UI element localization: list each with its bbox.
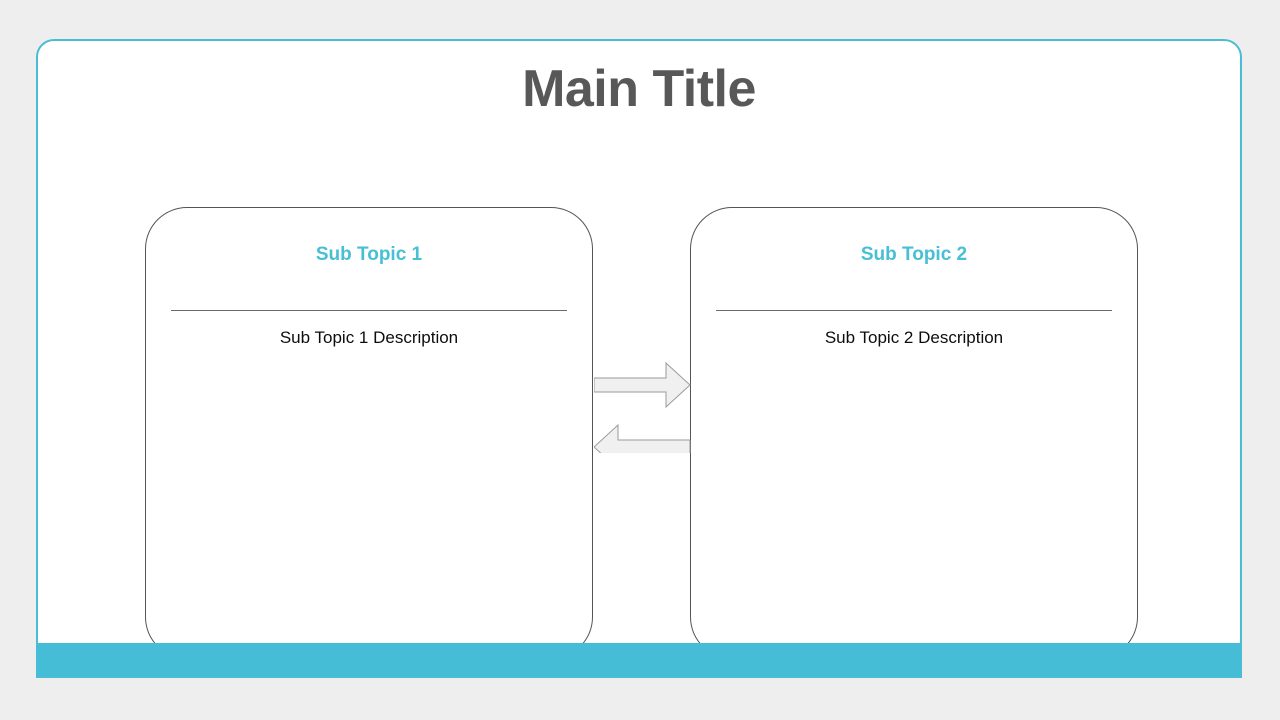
arrow-left-icon: [594, 423, 691, 453]
topic-card-1-divider: [171, 310, 567, 311]
bottom-accent-bar: [38, 643, 1240, 676]
topic-card-1-description: Sub Topic 1 Description: [279, 328, 459, 347]
connector-arrows: [594, 337, 694, 453]
topic-card-1[interactable]: Sub Topic 1 Sub Topic 1 Description: [145, 207, 593, 659]
topic-card-1-title: Sub Topic 1: [315, 244, 423, 265]
topic-card-2-divider: [716, 310, 1112, 311]
topic-card-2-description: Sub Topic 2 Description: [824, 328, 1004, 347]
slide-frame: Main Title Sub Topic 1 Sub Topic 1 Descr…: [36, 39, 1242, 678]
arrow-right-icon: [594, 361, 691, 409]
page-title: Main Title: [522, 60, 756, 118]
topic-card-2[interactable]: Sub Topic 2 Sub Topic 2 Description: [690, 207, 1138, 659]
topic-card-2-title: Sub Topic 2: [860, 244, 968, 265]
